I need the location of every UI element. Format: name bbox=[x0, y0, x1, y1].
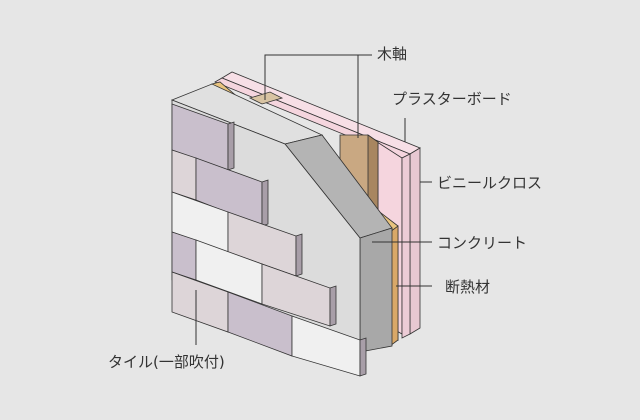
label-vinyl-cloth: ビニールクロス bbox=[437, 174, 543, 192]
tile-layer bbox=[171, 103, 367, 377]
label-plasterboard: プラスターボード bbox=[392, 90, 512, 108]
label-wood-frame: 木軸 bbox=[377, 45, 408, 63]
leader-lines bbox=[195, 54, 432, 345]
label-tile: タイル(一部吹付) bbox=[108, 353, 225, 371]
label-insulation: 断熱材 bbox=[445, 278, 491, 296]
label-concrete: コンクリート bbox=[437, 234, 528, 252]
